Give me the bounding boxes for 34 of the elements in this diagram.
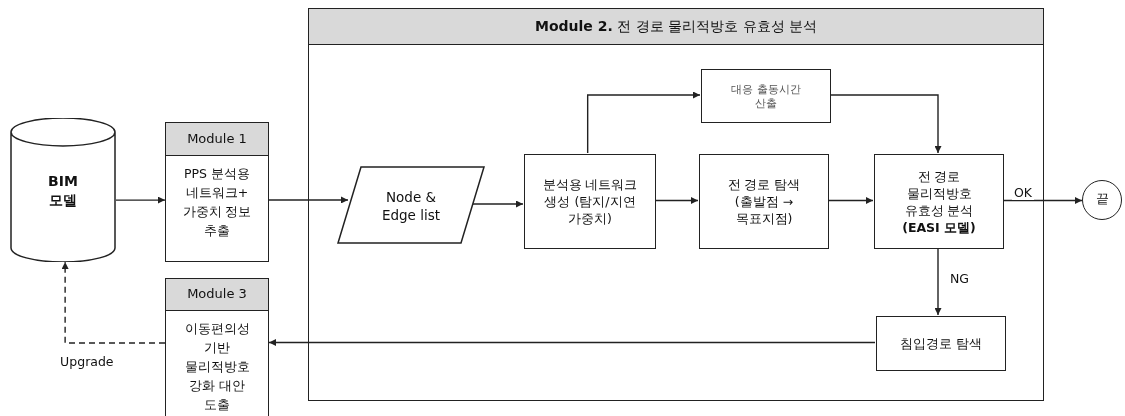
arrow [934, 247, 942, 316]
arrow [61, 261, 166, 344]
arrow [827, 197, 874, 204]
node-label: 이동편의성 기반 물리적방호 강화 대안 도출 [183, 320, 251, 414]
node-label: 전 경로 물리적방호 유효성 분석 (EASI 모델) [901, 167, 977, 236]
node-label: BIM 모델 [47, 172, 79, 210]
module-header: Module 1 [166, 123, 268, 156]
edge-label: Upgrade [58, 353, 116, 369]
arrow [268, 339, 876, 346]
node-label: 끝 [1094, 191, 1110, 207]
process-box [874, 154, 1004, 249]
arrow [654, 197, 699, 204]
module-header: Module 3 [166, 279, 268, 311]
arrow [115, 196, 166, 204]
node-label: PPS 분석용 네트워크+ 가중치 정보 추출 [181, 165, 253, 240]
data-parallelogram [337, 166, 485, 244]
module-box [165, 122, 269, 262]
arrow [829, 94, 942, 154]
process-box [524, 154, 656, 249]
node-label: 침입경로 탐색 [899, 335, 983, 352]
database-cylinder [10, 118, 116, 262]
module-box [165, 278, 269, 416]
node-label: Node & Edge list [380, 188, 442, 224]
arrow [586, 91, 701, 154]
arrow [1002, 197, 1083, 204]
arrow [268, 196, 349, 204]
module-frame [308, 8, 1044, 401]
node-label: 분석용 네트워크 생성 (탐지/지연 가중치) [541, 176, 639, 227]
process-box [876, 316, 1006, 371]
node-label: 대응 출동시간 산출 [730, 82, 802, 110]
process-box [699, 154, 829, 249]
process-box [701, 69, 831, 123]
module-header: Module 2. 전 경로 물리적방호 유효성 분석 [309, 9, 1043, 45]
node-label: 전 경로 탐색 (출발점 → 목표지점) [726, 176, 802, 227]
